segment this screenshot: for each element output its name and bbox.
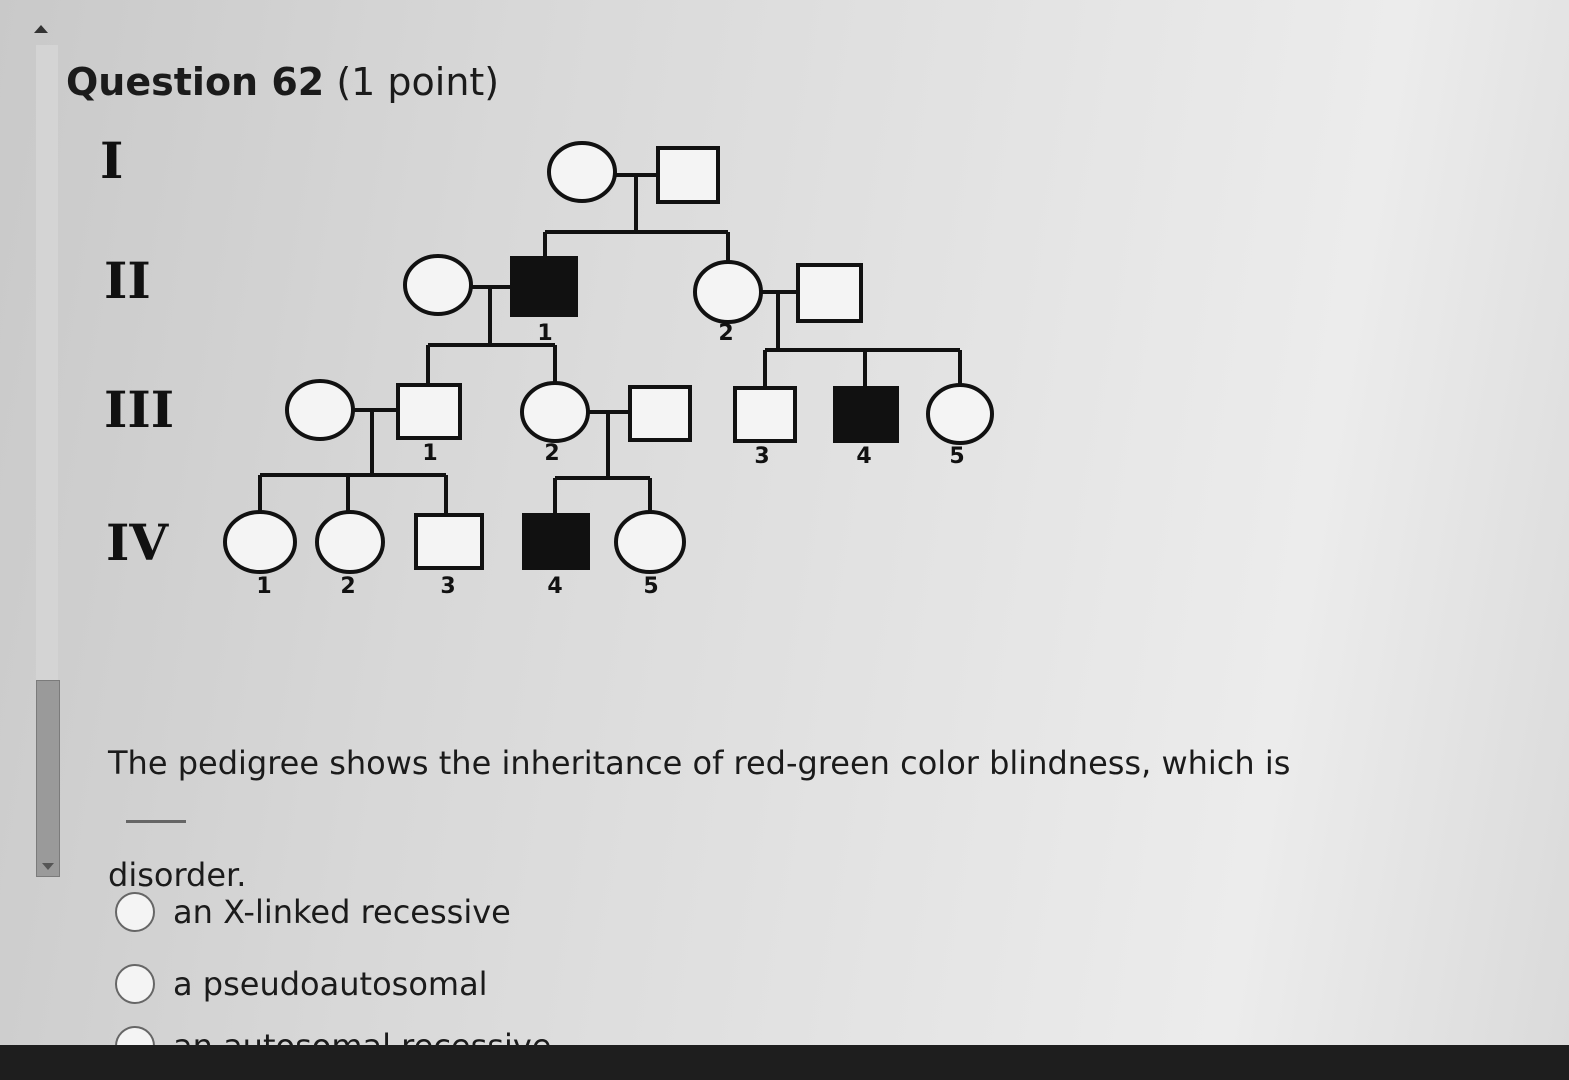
question-title: Question 62 bbox=[66, 60, 325, 104]
answer-blank bbox=[126, 819, 186, 823]
gen-iv-2-number: 2 bbox=[340, 574, 355, 599]
question-prompt-text: The pedigree shows the inheritance of re… bbox=[108, 744, 1291, 782]
gen-iii-5-female bbox=[926, 383, 994, 445]
gen-iii-3-male bbox=[733, 386, 797, 443]
answer-option-pseudoautosomal[interactable]: a pseudoautosomal bbox=[115, 964, 488, 1004]
radio-button[interactable] bbox=[115, 892, 155, 932]
gen-iii-3-number: 3 bbox=[754, 444, 769, 469]
option-label[interactable]: a pseudoautosomal bbox=[173, 965, 488, 1003]
pedigree-lines bbox=[258, 173, 962, 515]
gen-ii-2-female bbox=[693, 260, 763, 324]
gen-iv-2-female bbox=[315, 510, 385, 574]
gen-iii-2-female bbox=[520, 381, 590, 443]
generation-label-iv: IV bbox=[106, 513, 169, 572]
option-label[interactable]: an X-linked recessive bbox=[173, 893, 511, 931]
gen-iv-5-female bbox=[614, 510, 686, 574]
scrollbar-track[interactable] bbox=[36, 45, 58, 865]
scroll-up-arrow-icon[interactable] bbox=[34, 25, 48, 33]
gen-iii-4-number: 4 bbox=[856, 444, 871, 469]
question-header: Question 62 (1 point) bbox=[66, 60, 499, 104]
gen-iii-spouse-male bbox=[628, 385, 692, 442]
gen-iv-4-affected-male bbox=[522, 513, 590, 570]
gen-iii-5-number: 5 bbox=[949, 444, 964, 469]
gen-i-female bbox=[547, 141, 617, 203]
gen-iii-1-male bbox=[396, 383, 462, 440]
question-prompt-end: disorder. bbox=[108, 856, 247, 894]
question-prompt: The pedigree shows the inheritance of re… bbox=[108, 735, 1348, 903]
gen-ii-1-number: 1 bbox=[537, 321, 552, 346]
generation-label-ii: II bbox=[104, 251, 151, 310]
gen-ii-2-number: 2 bbox=[718, 321, 733, 346]
radio-button[interactable] bbox=[115, 964, 155, 1004]
scroll-down-arrow-icon[interactable] bbox=[42, 863, 54, 870]
gen-iii-1-number: 1 bbox=[422, 441, 437, 466]
gen-iii-spouse-female bbox=[285, 379, 355, 441]
screen-bottom-bezel bbox=[0, 1045, 1569, 1080]
gen-iv-1-number: 1 bbox=[256, 574, 271, 599]
gen-iv-3-number: 3 bbox=[440, 574, 455, 599]
gen-iv-1-female bbox=[223, 510, 297, 574]
scrollbar-thumb[interactable] bbox=[36, 680, 60, 877]
gen-iv-3-male bbox=[414, 513, 484, 570]
question-points: (1 point) bbox=[336, 60, 500, 104]
pedigree-individuals bbox=[223, 141, 994, 574]
gen-iii-4-affected-male bbox=[833, 386, 899, 443]
gen-iii-2-number: 2 bbox=[544, 441, 559, 466]
gen-iv-4-number: 4 bbox=[547, 574, 562, 599]
generation-label-i: I bbox=[100, 131, 124, 190]
scrollbar[interactable] bbox=[30, 25, 66, 877]
gen-ii-1-affected-male bbox=[510, 256, 578, 317]
gen-iv-5-number: 5 bbox=[643, 574, 658, 599]
generation-label-iii: III bbox=[104, 380, 175, 439]
gen-i-male bbox=[656, 146, 720, 204]
answer-option-x-linked-recessive[interactable]: an X-linked recessive bbox=[115, 892, 511, 932]
gen-ii-spouse-female bbox=[403, 254, 473, 316]
gen-ii-spouse-male bbox=[796, 263, 863, 323]
